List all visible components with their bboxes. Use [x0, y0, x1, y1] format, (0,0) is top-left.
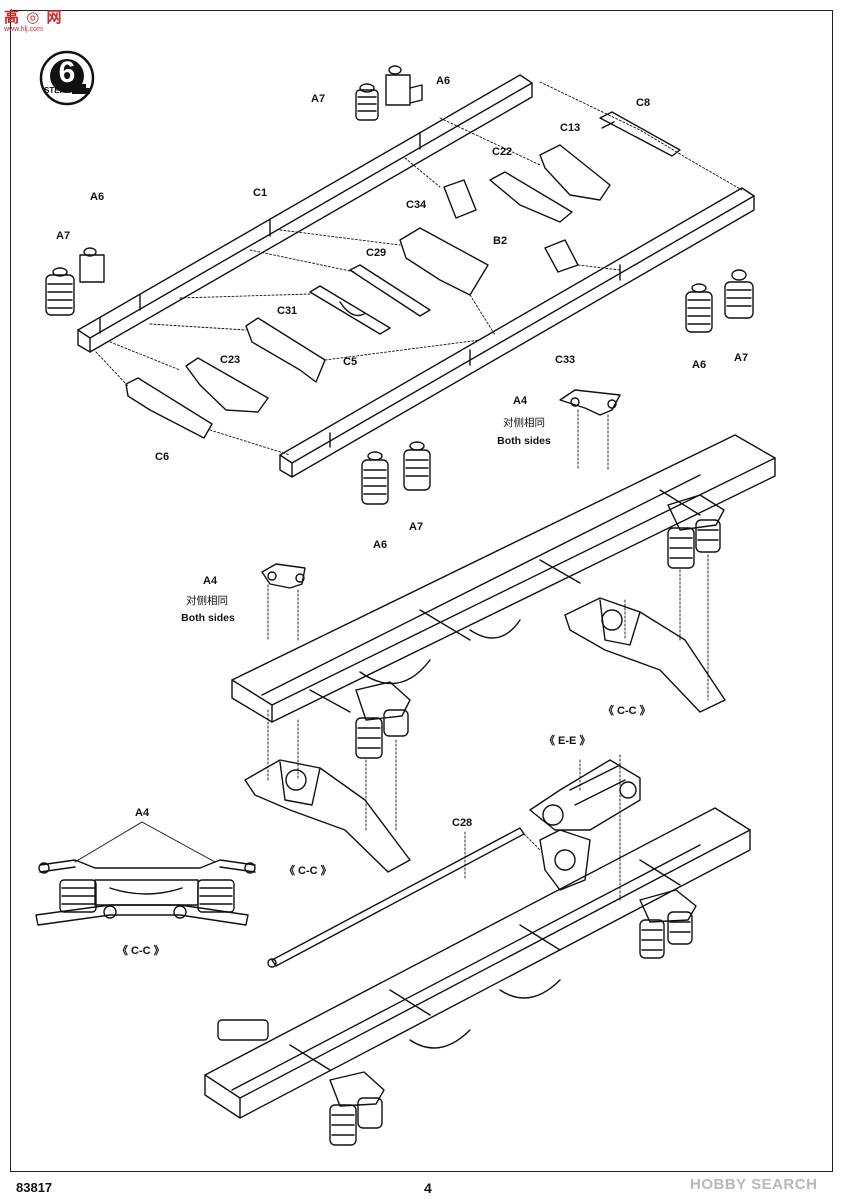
crossmember-c6: [125, 377, 213, 439]
crossmember-c31: [245, 317, 326, 383]
label-c34: C34: [406, 199, 427, 211]
note-both-sides-en-mid: Both sides: [181, 612, 235, 624]
upper-leader-lines: [95, 81, 743, 456]
crossmember-c34: [399, 227, 489, 296]
a4-arm-mid: [261, 563, 306, 589]
label-a6-top: A6: [436, 75, 451, 87]
upper-shock-left-a6: [79, 247, 105, 283]
upper-shock-right-a6: [685, 283, 713, 333]
upper-shock-left-a7: [45, 267, 75, 316]
caption-ee: 《 E-E 》: [544, 735, 591, 747]
a4-arm-upper: [559, 389, 621, 416]
crossmember-c5: [309, 285, 391, 335]
step-badge-icon: [39, 50, 95, 106]
step-number: 6: [58, 56, 76, 89]
cc-axle-left: [244, 759, 411, 873]
note-both-sides-en-upper: Both sides: [497, 435, 551, 447]
crossmember-c13: [539, 144, 611, 201]
label-a4-detail: A4: [135, 807, 150, 819]
label-a7-right: A7: [734, 352, 749, 364]
label-a7-top: A7: [311, 93, 326, 105]
detail-cc-inset: [35, 859, 256, 926]
lower-shock-left: [217, 1019, 385, 1146]
middle-leader-lines: [267, 409, 709, 831]
label-c28: C28: [452, 817, 473, 829]
label-c23: C23: [220, 354, 241, 366]
label-a6-bottom: A6: [373, 539, 388, 551]
note-both-sides-cn-mid: 对侧相同: [186, 595, 228, 607]
caption-cc-right: 《 C-C 》: [603, 705, 651, 717]
label-a7-bottom: A7: [409, 521, 424, 533]
upper-shock-bottom-a7: [403, 441, 431, 491]
middle-chassis: [231, 434, 776, 723]
label-c31: C31: [277, 305, 298, 317]
note-both-sides-cn-upper: 对侧相同: [503, 417, 545, 429]
lower-shock-right: [639, 889, 697, 959]
label-a4-upper: A4: [513, 395, 528, 407]
label-a6-right: A6: [692, 359, 707, 371]
detail-cc-leaders: [74, 821, 216, 863]
kit-code: 83817: [16, 1180, 53, 1195]
upper-shock-right-a7: [724, 269, 754, 319]
lower-front-axle: [539, 829, 591, 891]
label-a7-left: A7: [56, 230, 71, 242]
page-frame: [10, 10, 833, 1172]
caption-cc-left: 《 C-C 》: [284, 865, 332, 877]
middle-shock-left: [355, 681, 411, 759]
label-c29: C29: [366, 247, 387, 259]
upper-shock-bottom-a6: [361, 451, 389, 505]
crossmember-c22: [489, 171, 573, 223]
label-a4-mid: A4: [203, 575, 218, 587]
watermark-url: www.hlj.com: [4, 26, 43, 33]
crossmember-c8: [599, 111, 681, 157]
caption-cc-detail: 《 C-C 》: [117, 945, 165, 957]
lower-leader-lines: [464, 754, 621, 901]
upper-shock-top-a6: [385, 65, 423, 106]
step-word: STEP: [44, 86, 65, 95]
label-c22: C22: [492, 146, 513, 158]
label-c13: C13: [560, 122, 581, 134]
crossmember-c23: [185, 357, 269, 413]
brand-watermark: HOBBY SEARCH: [690, 1176, 818, 1193]
watermark-logo: 高 ◎ 网: [4, 8, 63, 26]
label-a6-left: A6: [90, 191, 105, 203]
label-c6: C6: [155, 451, 170, 463]
upper-shock-top-a7: [355, 83, 379, 121]
label-c33: C33: [555, 354, 576, 366]
label-c5: C5: [343, 356, 358, 368]
crossmember-c29: [349, 264, 431, 317]
cc-axle-right: [564, 597, 726, 713]
page-number: 4: [424, 1180, 432, 1196]
crossmember-b2-bottom: [544, 239, 579, 273]
label-b2: B2: [493, 235, 508, 247]
upper-frame-rail-left: [77, 74, 533, 353]
label-c8: C8: [636, 97, 651, 109]
lower-chassis: [204, 807, 751, 1119]
ee-transfer-case: [529, 759, 641, 831]
label-c1: C1: [253, 187, 268, 199]
crossmember-b2-top: [443, 179, 477, 219]
driveshaft-c28: [267, 827, 525, 968]
middle-shock-right: [667, 494, 725, 569]
upper-frame-rail-right: [279, 187, 755, 478]
